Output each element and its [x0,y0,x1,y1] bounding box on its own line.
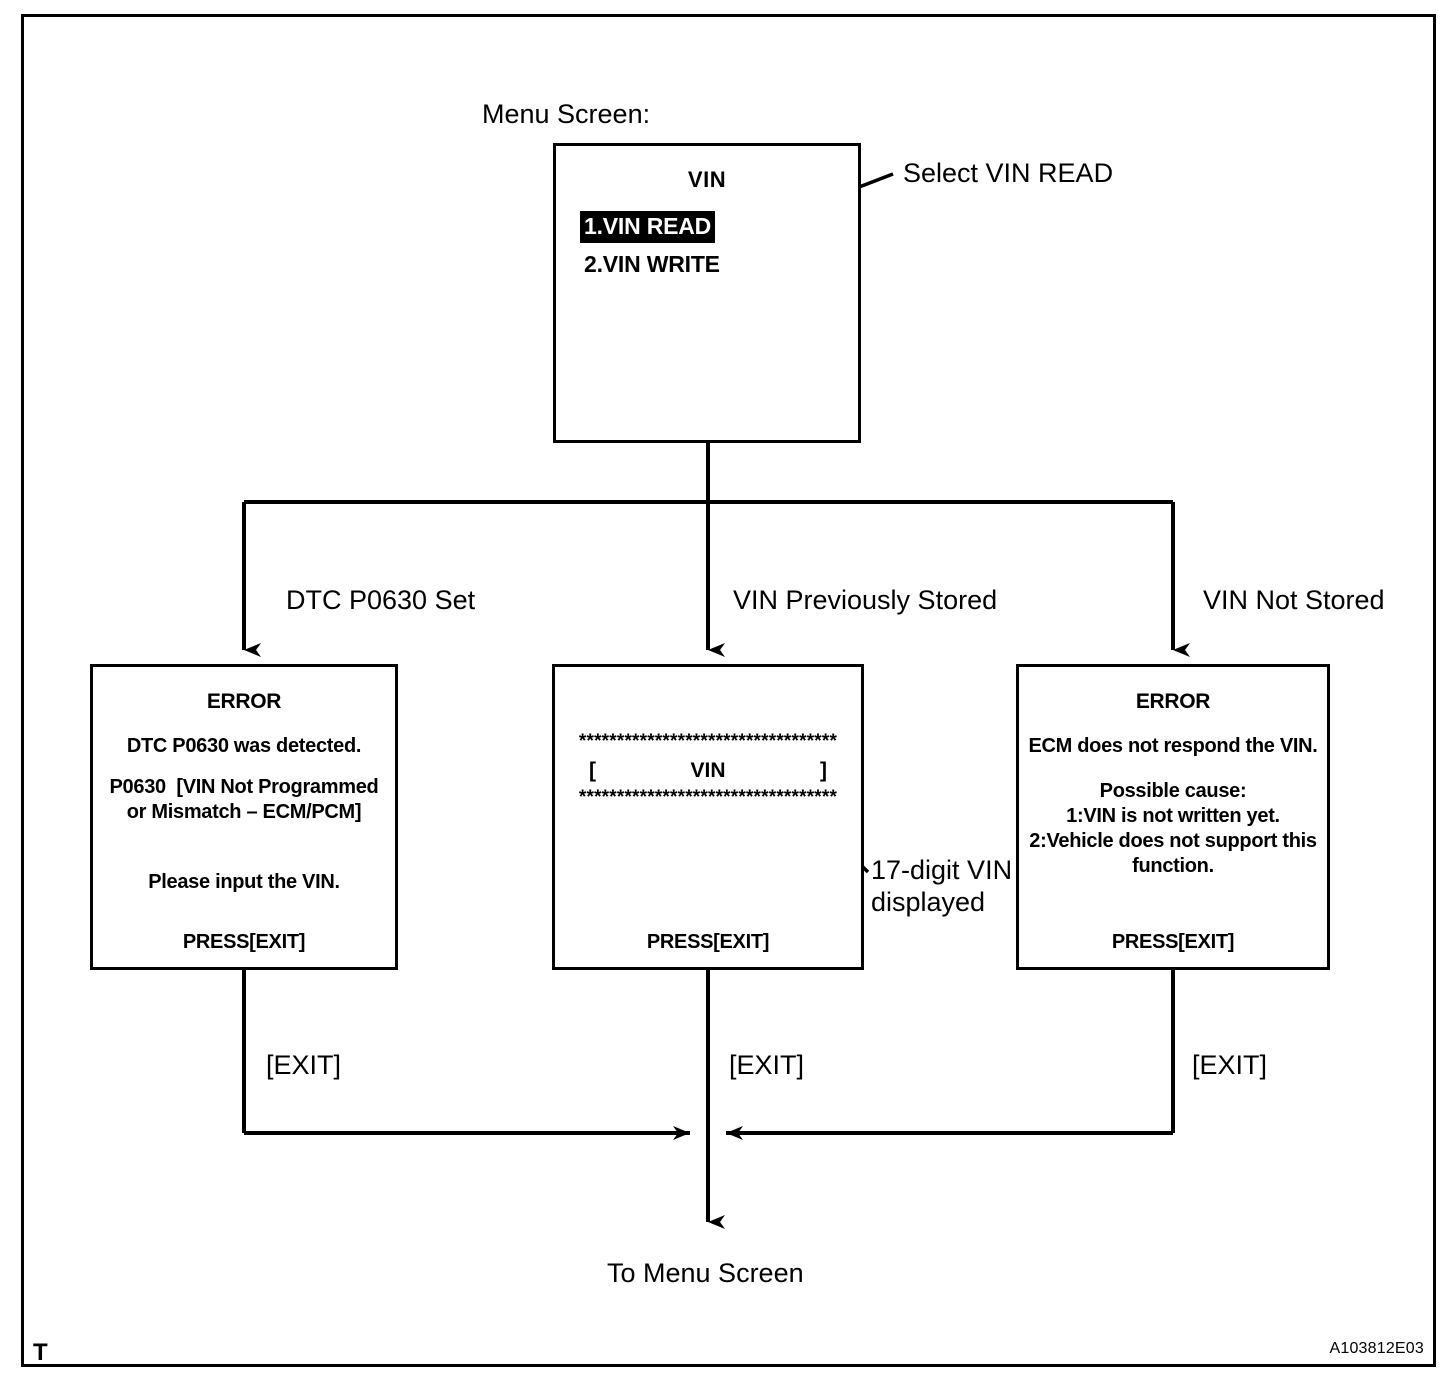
screen-left-line3: or Mismatch – ECM/PCM] [126,801,362,823]
screen-right-footer: PRESS[EXIT] [1111,931,1235,953]
branch-label-vin-not-stored: VIN Not Stored [1203,585,1385,615]
screen-left-line2: P0630 [VIN Not Programmed [109,776,379,798]
menu-screen-box: VIN 1.VIN READ 2.VIN WRITE [553,143,861,443]
screen-vin-display: ********************************** [ VIN… [552,664,864,970]
figure-code: A103812E03 [1329,1340,1424,1357]
callout-vin-line1: 17-digit VIN [871,855,1013,885]
exit-label-right: [EXIT] [1192,1050,1268,1080]
screen-left-footer: PRESS[EXIT] [182,931,306,953]
branch-label-dtc-set: DTC P0630 Set [286,585,476,615]
exit-label-left: [EXIT] [266,1050,342,1080]
vin-field-label: VIN [690,759,726,782]
menu-item-vin-read[interactable]: 1.VIN READ [580,211,716,243]
screen-left-line1: DTC P0630 was detected. [126,735,362,757]
screen-right-title: ERROR [1135,690,1211,713]
screen-left-line4: Please input the VIN. [148,871,340,893]
screen-right-line5: function. [1132,855,1214,877]
vin-bracket-close: ] [819,759,827,782]
screen-middle-footer: PRESS[EXIT] [646,931,770,953]
screen-dtc-error: ERROR DTC P0630 was detected. P0630 [VIN… [90,664,398,970]
exit-label-middle: [EXIT] [729,1050,805,1080]
menu-screen-title: VIN [687,167,727,192]
screen-right-line2: Possible cause: [1099,780,1247,802]
callout-vin-line2: displayed [871,886,986,917]
screen-middle-stars-bottom: ********************************** [578,787,838,808]
branch-label-vin-stored: VIN Previously Stored [733,585,998,615]
menu-item-vin-write[interactable]: 2.VIN WRITE [584,251,720,277]
screen-right-line4: 2:Vehicle does not support this [1029,830,1317,852]
screen-left-title: ERROR [206,690,282,713]
page-border [21,14,1436,1367]
menu-screen-caption: Menu Screen: [482,99,651,129]
screen-right-line1: ECM does not respond the VIN. [1028,735,1318,757]
screen-middle-vin-row: [ VIN ] [555,759,861,783]
corner-marker-t: T [33,1339,48,1366]
screen-middle-stars-top: ********************************** [578,731,838,752]
screen-right-line3: 1:VIN is not written yet. [1066,805,1280,827]
vin-bracket-open: [ [589,759,596,782]
callout-select-vin-read: Select VIN READ [903,158,1114,188]
to-menu-screen-label: To Menu Screen [607,1258,804,1288]
screen-ecm-error: ERROR ECM does not respond the VIN. Poss… [1016,664,1330,970]
